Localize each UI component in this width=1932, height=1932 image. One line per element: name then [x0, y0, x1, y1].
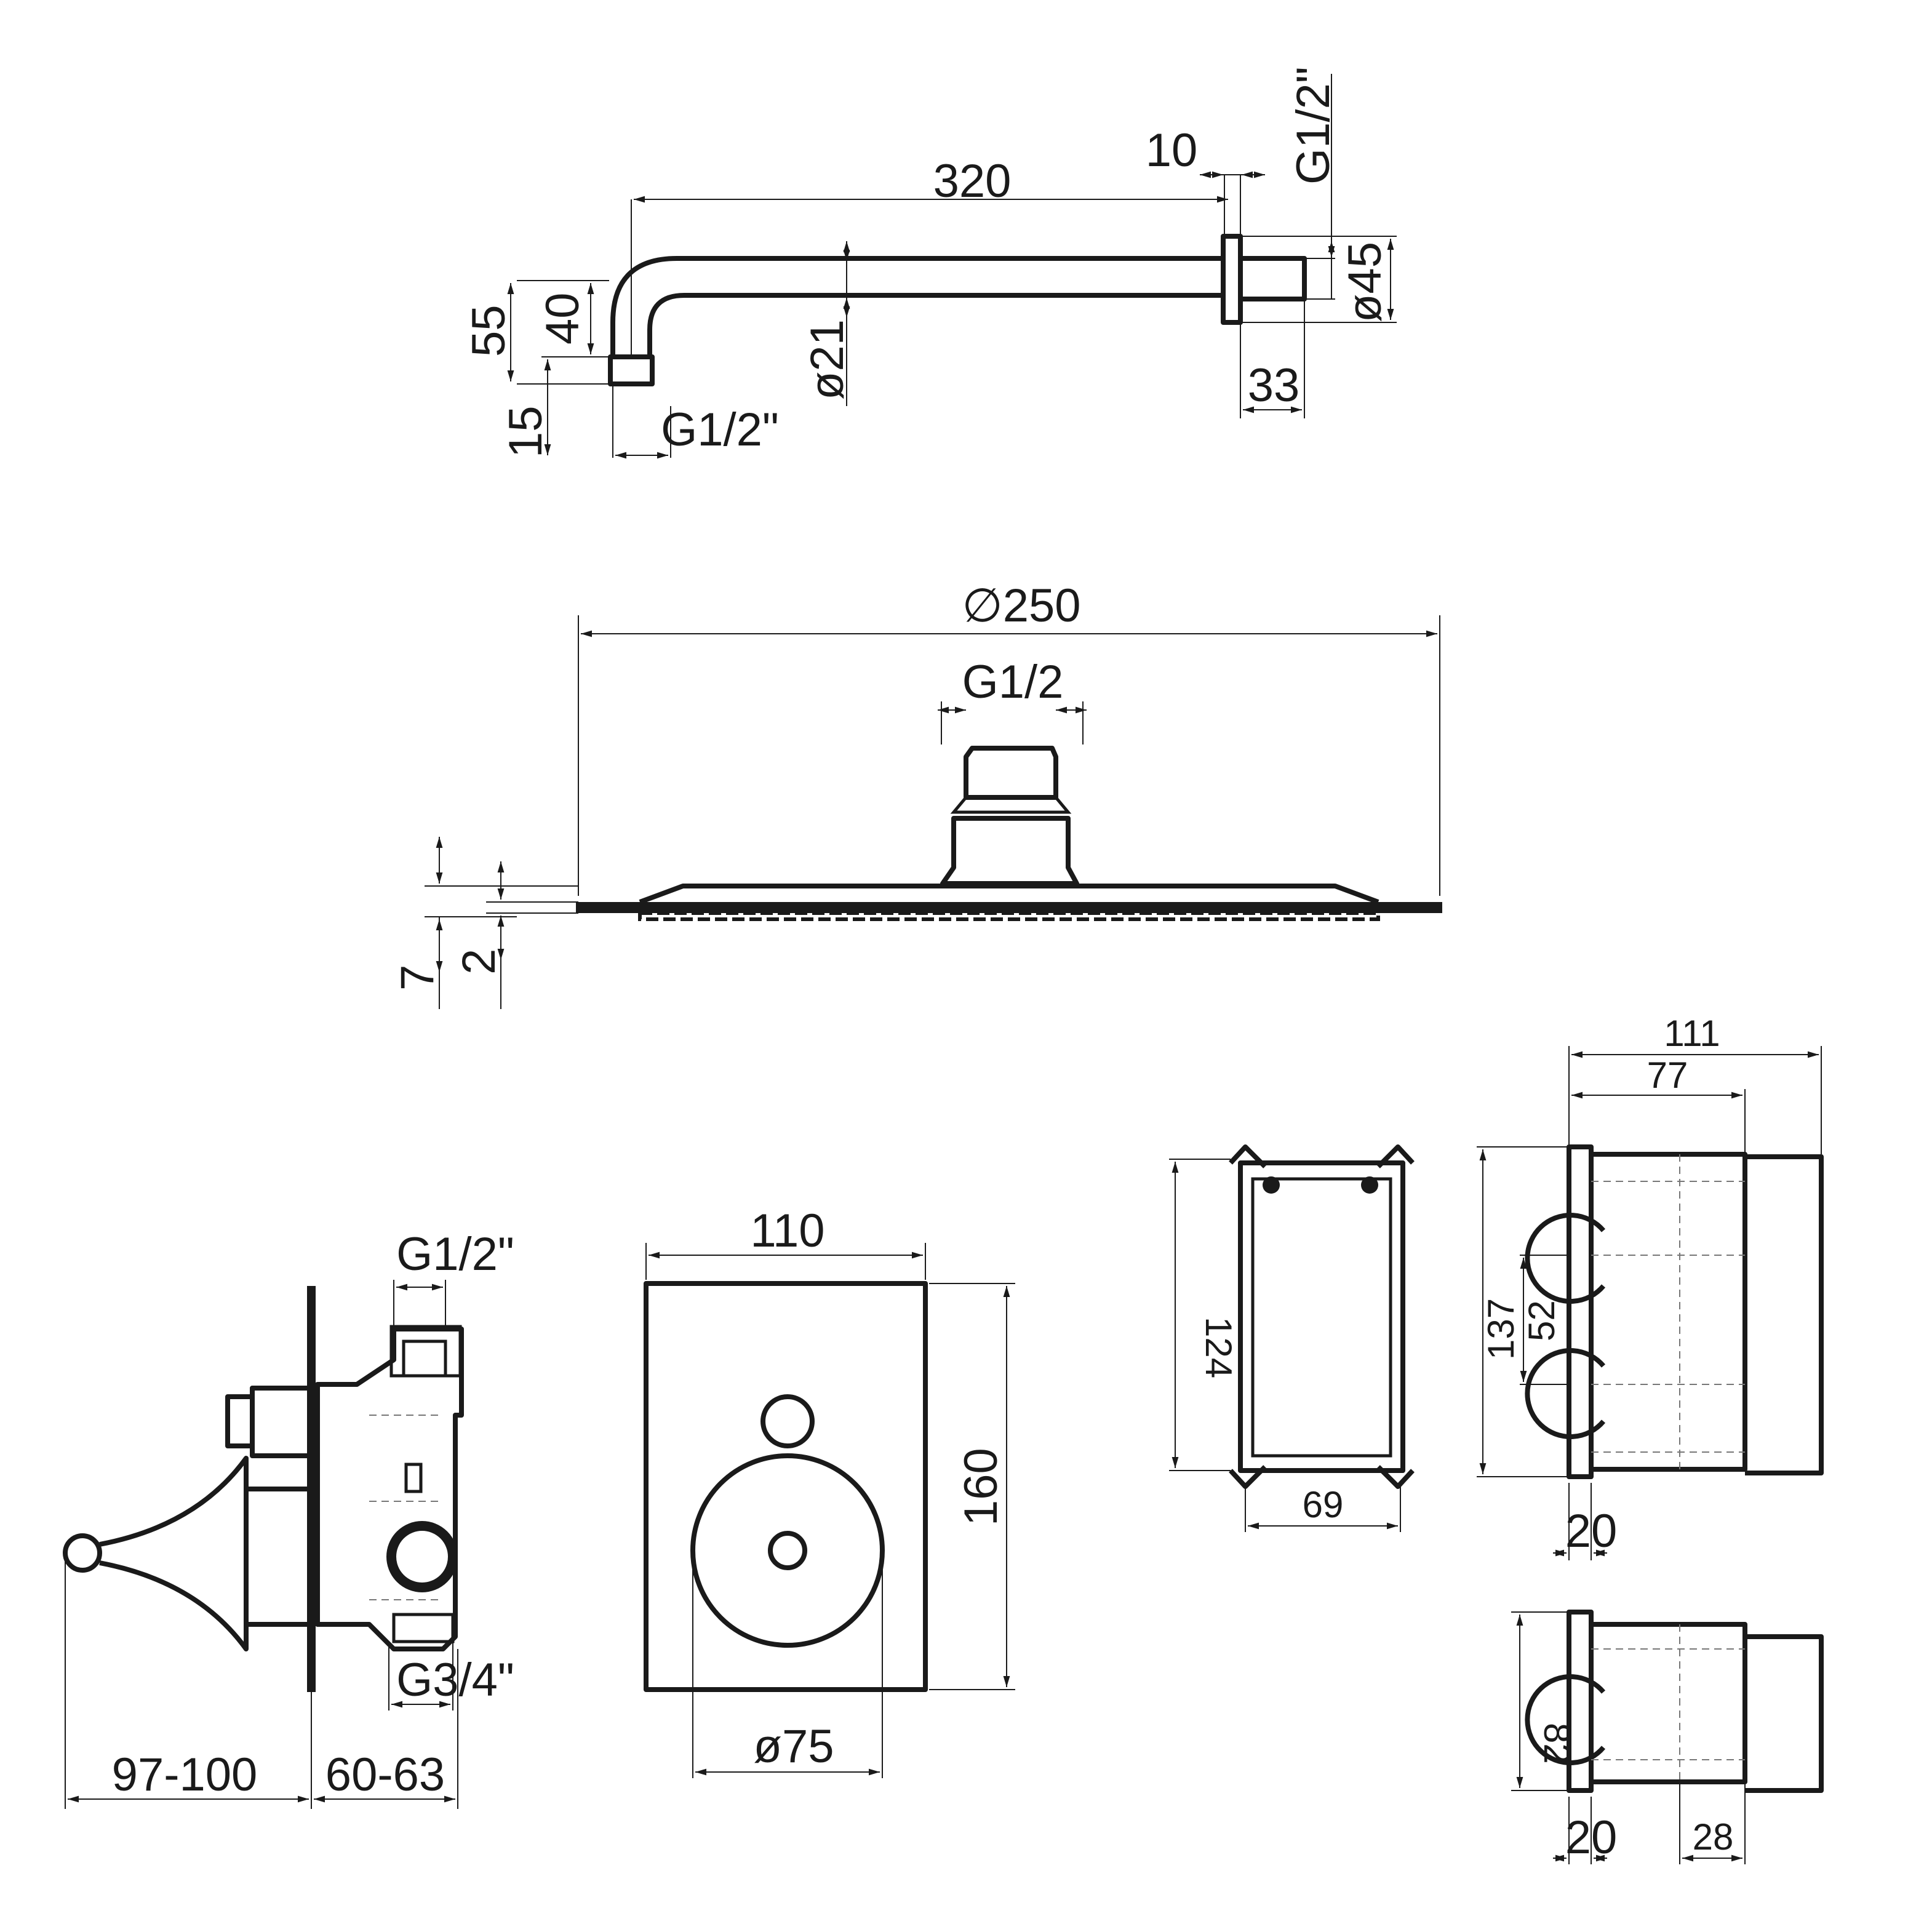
top-inlet	[389, 1325, 462, 1378]
small-box-body	[1589, 1622, 1747, 1784]
dim-outlet-thread: G1/2"	[661, 404, 779, 456]
dim-box-flange: 20	[1565, 1505, 1618, 1557]
dim-height-bend: 40	[537, 292, 589, 345]
shower-arm-view: 320 10 G1/2" ø45 55 40 15 ø21 33 G1/2"	[463, 66, 1397, 459]
dim-box-body-depth: 77	[1647, 1055, 1688, 1096]
screw-hole	[1263, 1176, 1280, 1194]
cover-plate	[644, 1281, 928, 1692]
valve-cartridge	[386, 1521, 458, 1592]
dim-small-box-depth: 28	[1693, 1816, 1734, 1858]
box-side-view: 111 77 137 52 20	[1477, 1013, 1824, 1560]
box-frame	[1238, 1160, 1405, 1473]
box-flange	[1567, 1144, 1594, 1479]
head-plate-top	[639, 884, 1379, 904]
front-plate-view: 110 160 ø75	[644, 1205, 1015, 1778]
box-port-bottom	[1525, 1348, 1606, 1439]
dim-wall-thread: G1/2"	[1287, 66, 1339, 185]
dim-head-thickness: 7	[391, 965, 444, 991]
dim-mixer-top-thread: G1/2"	[396, 1228, 514, 1280]
lever-base	[244, 1487, 314, 1627]
dim-mixer-bottom-thread: G3/4"	[396, 1654, 514, 1706]
small-box-cover	[1745, 1634, 1824, 1793]
dim-flange-dia: ø45	[1339, 242, 1391, 322]
mixer-knob	[690, 1453, 885, 1648]
head-body	[940, 816, 1079, 886]
knob-center	[768, 1531, 807, 1570]
diverter-stem	[250, 1386, 314, 1458]
dim-arm-length: 320	[933, 155, 1012, 207]
dim-small-box-height: 82	[1536, 1723, 1578, 1764]
dim-box-front-width: 69	[1303, 1484, 1344, 1525]
bottom-inlet	[392, 1613, 455, 1643]
shower-head-view: ∅250 G1/2 7 2	[391, 580, 1442, 1009]
arm-flange	[1221, 234, 1243, 325]
head-connector	[964, 746, 1058, 800]
dim-mixer-depth: 60-63	[325, 1749, 445, 1801]
dim-box-side-height: 137	[1480, 1298, 1522, 1360]
dim-mixer-projection: 97-100	[112, 1749, 258, 1801]
dim-stub-len: 33	[1248, 359, 1300, 412]
dim-box-total-depth: 111	[1664, 1013, 1720, 1054]
box-port-top	[1525, 1213, 1606, 1304]
arm-pipe-inner	[647, 293, 1224, 357]
dim-head-thread: G1/2	[962, 656, 1064, 708]
small-box-port	[1525, 1674, 1606, 1765]
dim-knob-dia: ø75	[754, 1720, 834, 1773]
head-nozzles	[638, 911, 1380, 921]
diverter-knob	[225, 1394, 255, 1448]
screw-hole	[1361, 1176, 1378, 1194]
dim-head-edge: 2	[453, 949, 505, 975]
dim-flange-gap: 10	[1146, 124, 1198, 177]
mixer-side-view: G1/2" G3/4" 97-100 60-63	[63, 1228, 514, 1809]
box-ears	[1229, 1144, 1415, 1489]
small-box-side-view: 82 20 28	[1511, 1610, 1824, 1864]
box-body	[1589, 1152, 1747, 1472]
box-cover	[1745, 1154, 1824, 1475]
dim-small-box-flange: 20	[1565, 1811, 1618, 1864]
dim-head-diameter: ∅250	[962, 580, 1080, 632]
dim-port-spacing: 52	[1521, 1300, 1562, 1341]
head-plate	[576, 902, 1442, 913]
diverter-button	[760, 1394, 815, 1448]
dim-height-total: 55	[463, 305, 515, 357]
box-front-view: 124 69	[1169, 1144, 1415, 1532]
dim-plate-width: 110	[750, 1205, 824, 1257]
dim-end-height: 15	[500, 405, 552, 458]
lever-handle	[99, 1456, 249, 1651]
arm-outlet-nut	[608, 354, 655, 386]
dim-pipe-dia: ø21	[801, 319, 853, 400]
mixer-body	[315, 1327, 464, 1651]
dim-box-front-height: 124	[1198, 1317, 1239, 1378]
lever-knob	[63, 1533, 102, 1573]
dim-plate-height: 160	[955, 1448, 1007, 1526]
arm-wall-stub	[1238, 256, 1307, 301]
arm-pipe-outer	[610, 256, 1224, 357]
